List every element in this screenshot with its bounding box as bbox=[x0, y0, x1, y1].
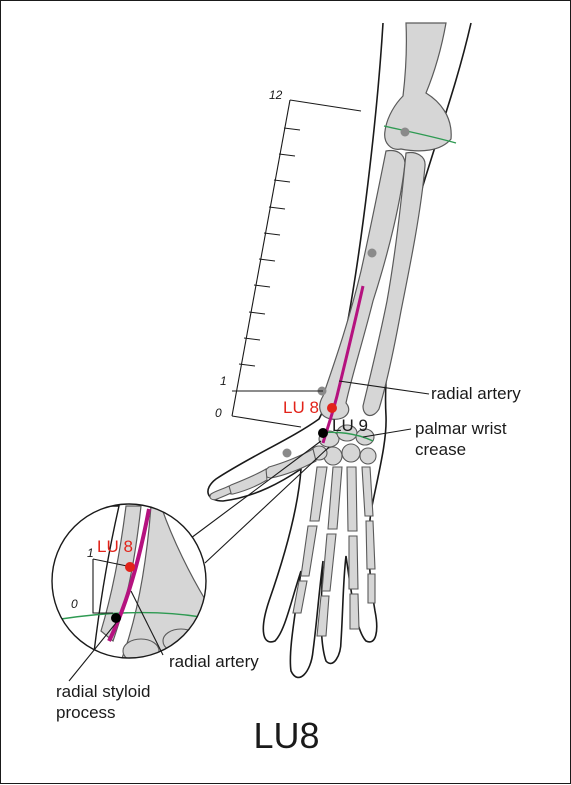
scale-label-12: 12 bbox=[269, 89, 282, 102]
styloid-inset-point bbox=[111, 613, 121, 623]
lu8-inset-label: LU 8 bbox=[97, 538, 133, 557]
lu8-label: LU 8 bbox=[283, 399, 319, 418]
inset-scale-label-0: 0 bbox=[71, 598, 78, 611]
lu8-inset-point bbox=[125, 562, 135, 572]
palmar-crease-label-line2: crease bbox=[415, 441, 466, 460]
finger-bones bbox=[293, 467, 375, 636]
scale-label-1: 1 bbox=[220, 375, 227, 388]
palmar-crease-label-line1: palmar wrist bbox=[415, 420, 507, 439]
inset-magnifier bbox=[41, 441, 329, 681]
inset-scale-label-1: 1 bbox=[87, 547, 94, 560]
scale-label-0: 0 bbox=[215, 407, 222, 420]
lu9-point bbox=[318, 428, 328, 438]
radial-artery-inset-label: radial artery bbox=[169, 653, 259, 672]
forearm-bones bbox=[320, 151, 425, 420]
styloid-label-line1: radial styloid bbox=[56, 683, 151, 702]
lu8-point bbox=[327, 403, 337, 413]
radial-artery-label: radial artery bbox=[431, 385, 521, 404]
page-title: LU8 bbox=[1, 715, 571, 757]
lu9-label: LU 9 bbox=[332, 417, 368, 436]
humerus-bone bbox=[385, 23, 452, 151]
